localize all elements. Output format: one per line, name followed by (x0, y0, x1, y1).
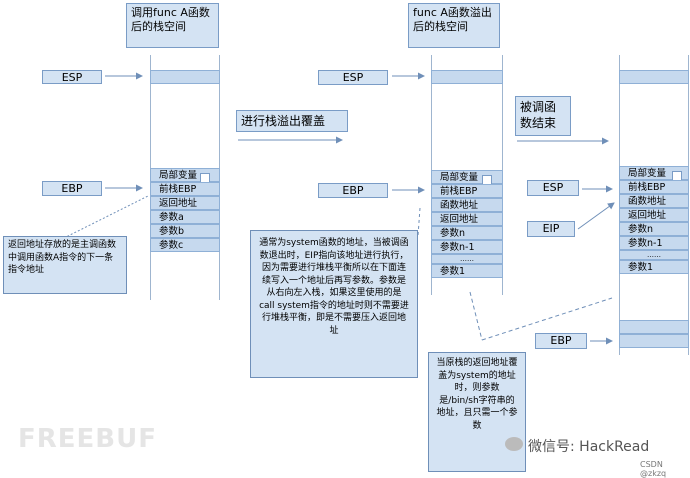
eip-arrow-right (577, 202, 615, 230)
stack-right-cell-1: 前栈EBP (619, 180, 689, 194)
end-action: 被调函数结束 (515, 96, 571, 136)
freebuf-watermark: FREEBUF (18, 424, 157, 454)
stack-right-bottom-cell-a (619, 320, 689, 334)
stack-mid-cell-7: 参数1 (431, 264, 503, 278)
stack-mid-cell-6: …… (431, 254, 503, 264)
stack-right-cell-4: 参数n (619, 222, 689, 236)
overflow-action: 进行栈溢出覆盖 (236, 110, 348, 132)
stack-mid-cell-3: 返回地址 (431, 212, 503, 226)
stack-right-cell-7: 参数1 (619, 260, 689, 274)
stack-left-cell-2: 返回地址 (150, 196, 220, 210)
ebp-label-right: EBP (535, 333, 587, 349)
note-pointer-left (59, 195, 149, 241)
stack-right-cell-6: …… (619, 250, 689, 260)
note-return-address: 返回地址存放的是主调函数中调用函数A指令的下一条指令地址 (3, 236, 127, 294)
stack-mid-cell-2: 函数地址 (431, 198, 503, 212)
note-pointer-mid (417, 207, 421, 237)
stack-left-top-cell (150, 70, 220, 84)
stack-right-cell-5: 参数n-1 (619, 236, 689, 250)
stack-right-bottom-cell-b (619, 334, 689, 348)
esp-label-mid: ESP (318, 70, 388, 85)
csdn-tag: CSDN @zkzq (640, 460, 667, 478)
ebp-label-left: EBP (42, 181, 102, 196)
eip-label-right: EIP (527, 221, 575, 237)
stack-right-cell-0: 局部变量 (619, 166, 689, 180)
title-left: 调用func A函数后的栈空间 (126, 3, 219, 48)
stack-mid-cell-1: 前栈EBP (431, 184, 503, 198)
wechat-icon (505, 437, 523, 451)
note-pointer-bottom-b (481, 297, 613, 341)
stack-mid-cell-4: 参数n (431, 226, 503, 240)
stack-left-cell-1: 前栈EBP (150, 182, 220, 196)
esp-label-right: ESP (527, 180, 579, 196)
stack-left-cell-3: 参数a (150, 210, 220, 224)
title-right: func A函数溢出后的栈空间 (408, 3, 500, 48)
stack-mid-cell-5: 参数n-1 (431, 240, 503, 254)
stack-mid-top-cell (431, 70, 503, 84)
stack-right-cell-2: 函数地址 (619, 194, 689, 208)
note-return-override: 当原栈的返回地址覆盖为system的地址时，则参数是/bin/sh字符串的地址，… (428, 352, 526, 472)
note-system-call: 通常为system函数的地址，当被调函数退出时，EIP指向该地址进行执行，因为需… (250, 230, 418, 378)
ebp-label-mid: EBP (318, 183, 388, 198)
stack-right-top-cell (619, 70, 689, 84)
esp-label-left: ESP (42, 70, 102, 84)
stack-left-cell-5: 参数c (150, 238, 220, 252)
stack-left-cell-4: 参数b (150, 224, 220, 238)
wechat-account: 微信号: HackRead (528, 439, 650, 455)
stack-right-cell-3: 返回地址 (619, 208, 689, 222)
note-pointer-bottom-a (469, 291, 483, 341)
stack-mid-cell-0: 局部变量 (431, 170, 503, 184)
